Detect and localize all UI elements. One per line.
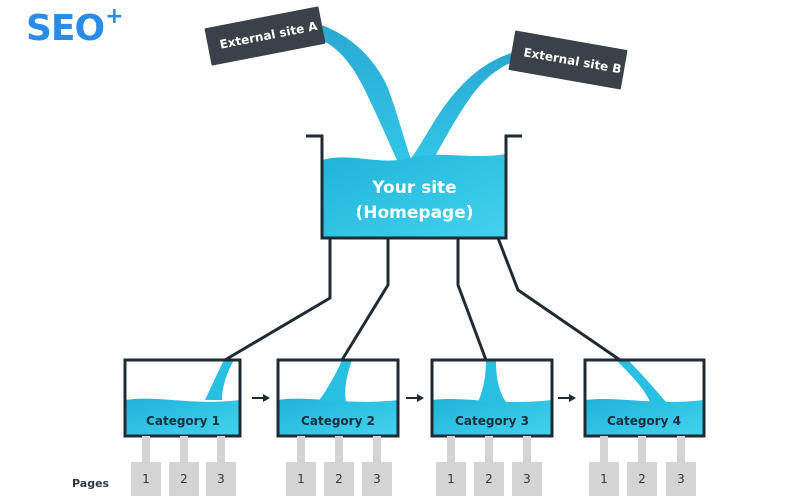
arrow-icon (252, 394, 270, 402)
brand-logo: SEO+ (26, 6, 124, 49)
category-1-label: Category 1 (146, 414, 220, 428)
category-box-3 (430, 358, 554, 438)
connector-to-category-1 (224, 238, 332, 362)
homepage-title: Your site (372, 178, 457, 198)
category-3-label: Category 3 (455, 414, 529, 428)
connector-lines (224, 237, 621, 362)
page-box: 3 (512, 462, 542, 496)
arrow-icon (406, 394, 424, 402)
page-box: 1 (589, 462, 619, 496)
category-4-label: Category 4 (607, 414, 681, 428)
page-box: 1 (131, 462, 161, 496)
brand-plus: + (105, 4, 123, 29)
page-stems (142, 436, 685, 462)
page-box: 1 (286, 462, 316, 496)
stream-from-site-a (300, 22, 412, 162)
page-box: 3 (362, 462, 392, 496)
pages-label: Pages (72, 477, 110, 490)
homepage-container (306, 134, 522, 240)
page-box: 2 (627, 462, 657, 496)
connector-to-category-4 (496, 237, 621, 362)
connector-to-category-2 (340, 238, 390, 361)
stream-from-site-b (408, 52, 518, 162)
arrow-icon (558, 394, 576, 402)
homepage-label: Your site (Homepage) (322, 176, 507, 226)
connector-to-category-3 (456, 238, 488, 361)
homepage-water (322, 154, 506, 238)
category-box-2 (276, 358, 400, 438)
homepage-subtitle: (Homepage) (355, 203, 474, 223)
category-arrows (252, 394, 576, 402)
page-box: 2 (324, 462, 354, 496)
page-box: 2 (474, 462, 504, 496)
page-box: 3 (206, 462, 236, 496)
page-box: 1 (436, 462, 466, 496)
category-box-1 (123, 358, 242, 438)
page-box: 2 (169, 462, 199, 496)
brand-name: SEO (26, 8, 105, 49)
page-box: 3 (666, 462, 696, 496)
category-2-label: Category 2 (301, 414, 375, 428)
category-box-4 (583, 358, 706, 438)
